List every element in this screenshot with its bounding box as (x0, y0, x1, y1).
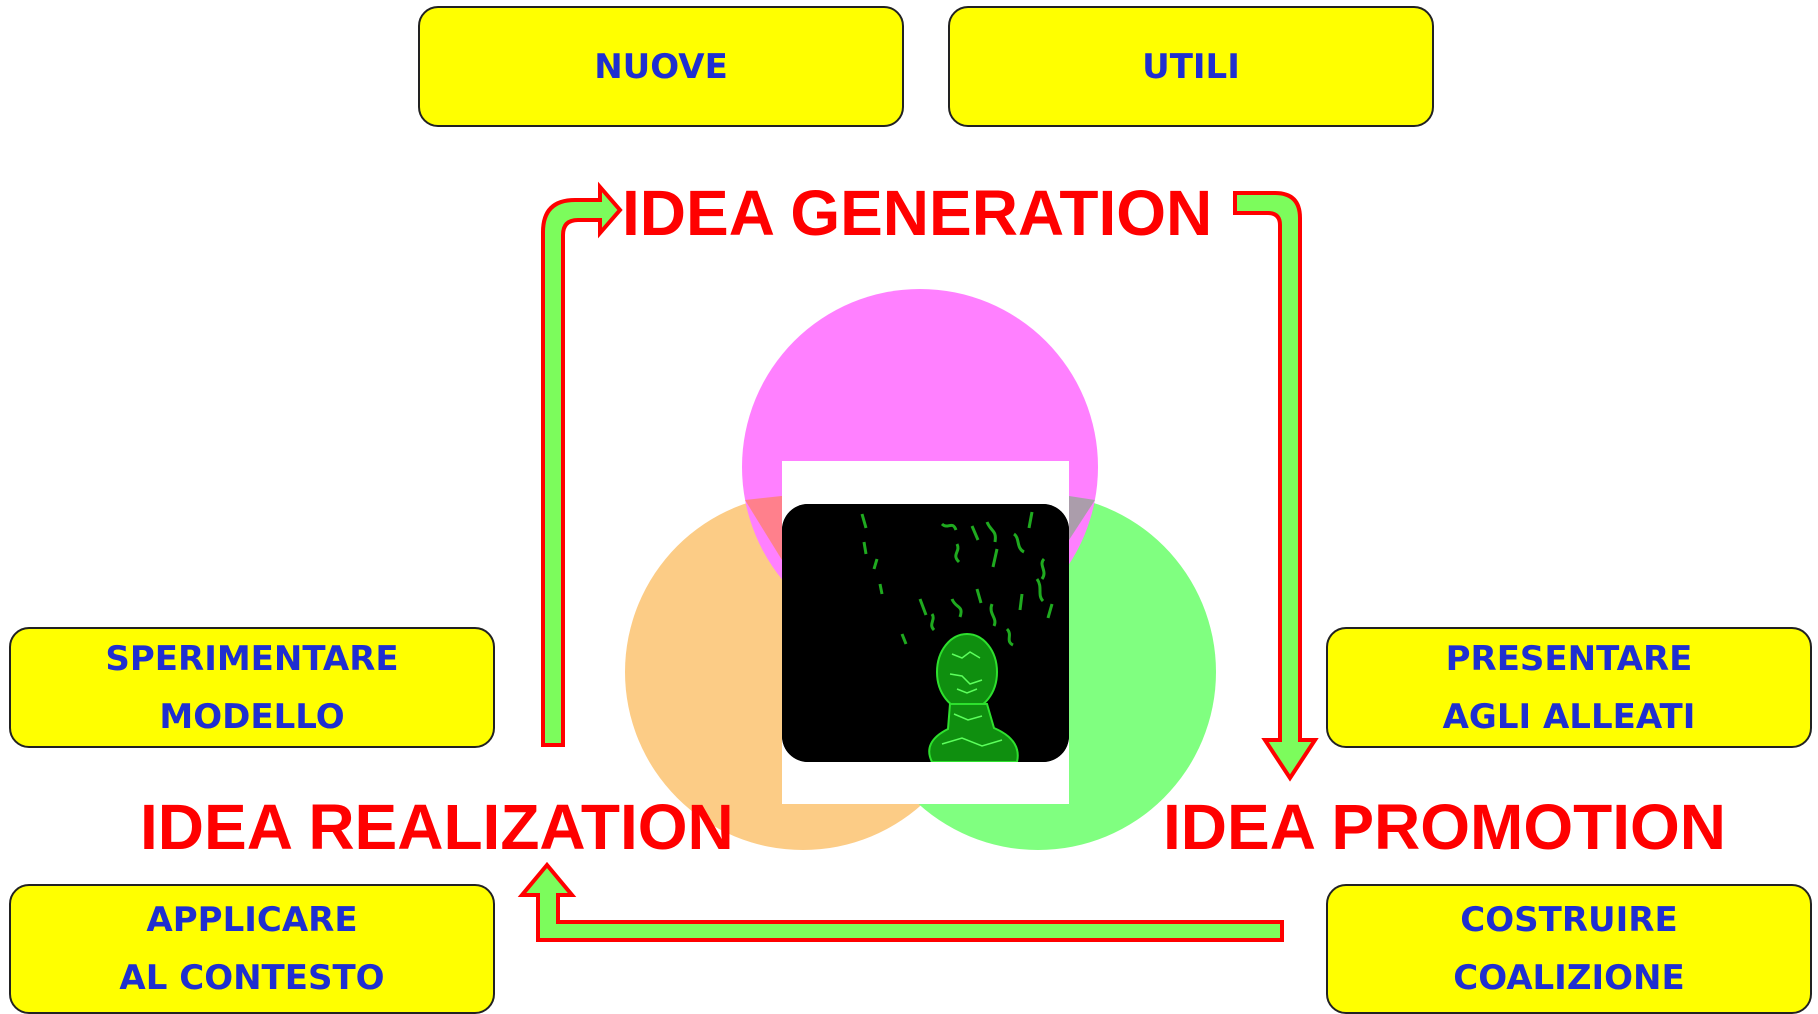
box-costruire-line1: COSTRUIRE (1460, 900, 1678, 940)
green-digital-head-icon (782, 504, 1069, 762)
box-presentare-line2: AGLI ALLEATI (1442, 696, 1696, 737)
arrow-realization-to-generation (541, 181, 623, 747)
stage-idea-generation: IDEA GENERATION (622, 177, 1213, 249)
box-applicare: APPLICARE AL CONTESTO (9, 884, 495, 1014)
venn-overlap-right-top (1069, 496, 1095, 540)
box-applicare-line1: APPLICARE (146, 900, 358, 940)
box-nuove-label: NUOVE (594, 46, 728, 87)
box-costruire: COSTRUIRE COALIZIONE (1326, 884, 1812, 1014)
box-presentare: PRESENTARE AGLI ALLEATI (1326, 627, 1812, 748)
box-utili-label: UTILI (1142, 46, 1240, 87)
box-sperimentare-line1: SPERIMENTARE (105, 638, 399, 679)
arrow-generation-to-promotion (1233, 191, 1319, 782)
arrow-promotion-to-realization (517, 861, 1284, 942)
box-sperimentare: SPERIMENTARE MODELLO (9, 627, 495, 748)
box-applicare-line2: AL CONTESTO (119, 958, 385, 998)
stage-idea-realization: IDEA REALIZATION (140, 791, 734, 863)
box-nuove: NUOVE (418, 6, 904, 127)
stage-idea-promotion: IDEA PROMOTION (1163, 791, 1726, 863)
box-sperimentare-line2: MODELLO (159, 696, 345, 737)
box-presentare-line1: PRESENTARE (1445, 638, 1693, 679)
box-costruire-line2: COALIZIONE (1453, 958, 1685, 998)
box-utili: UTILI (948, 6, 1434, 127)
